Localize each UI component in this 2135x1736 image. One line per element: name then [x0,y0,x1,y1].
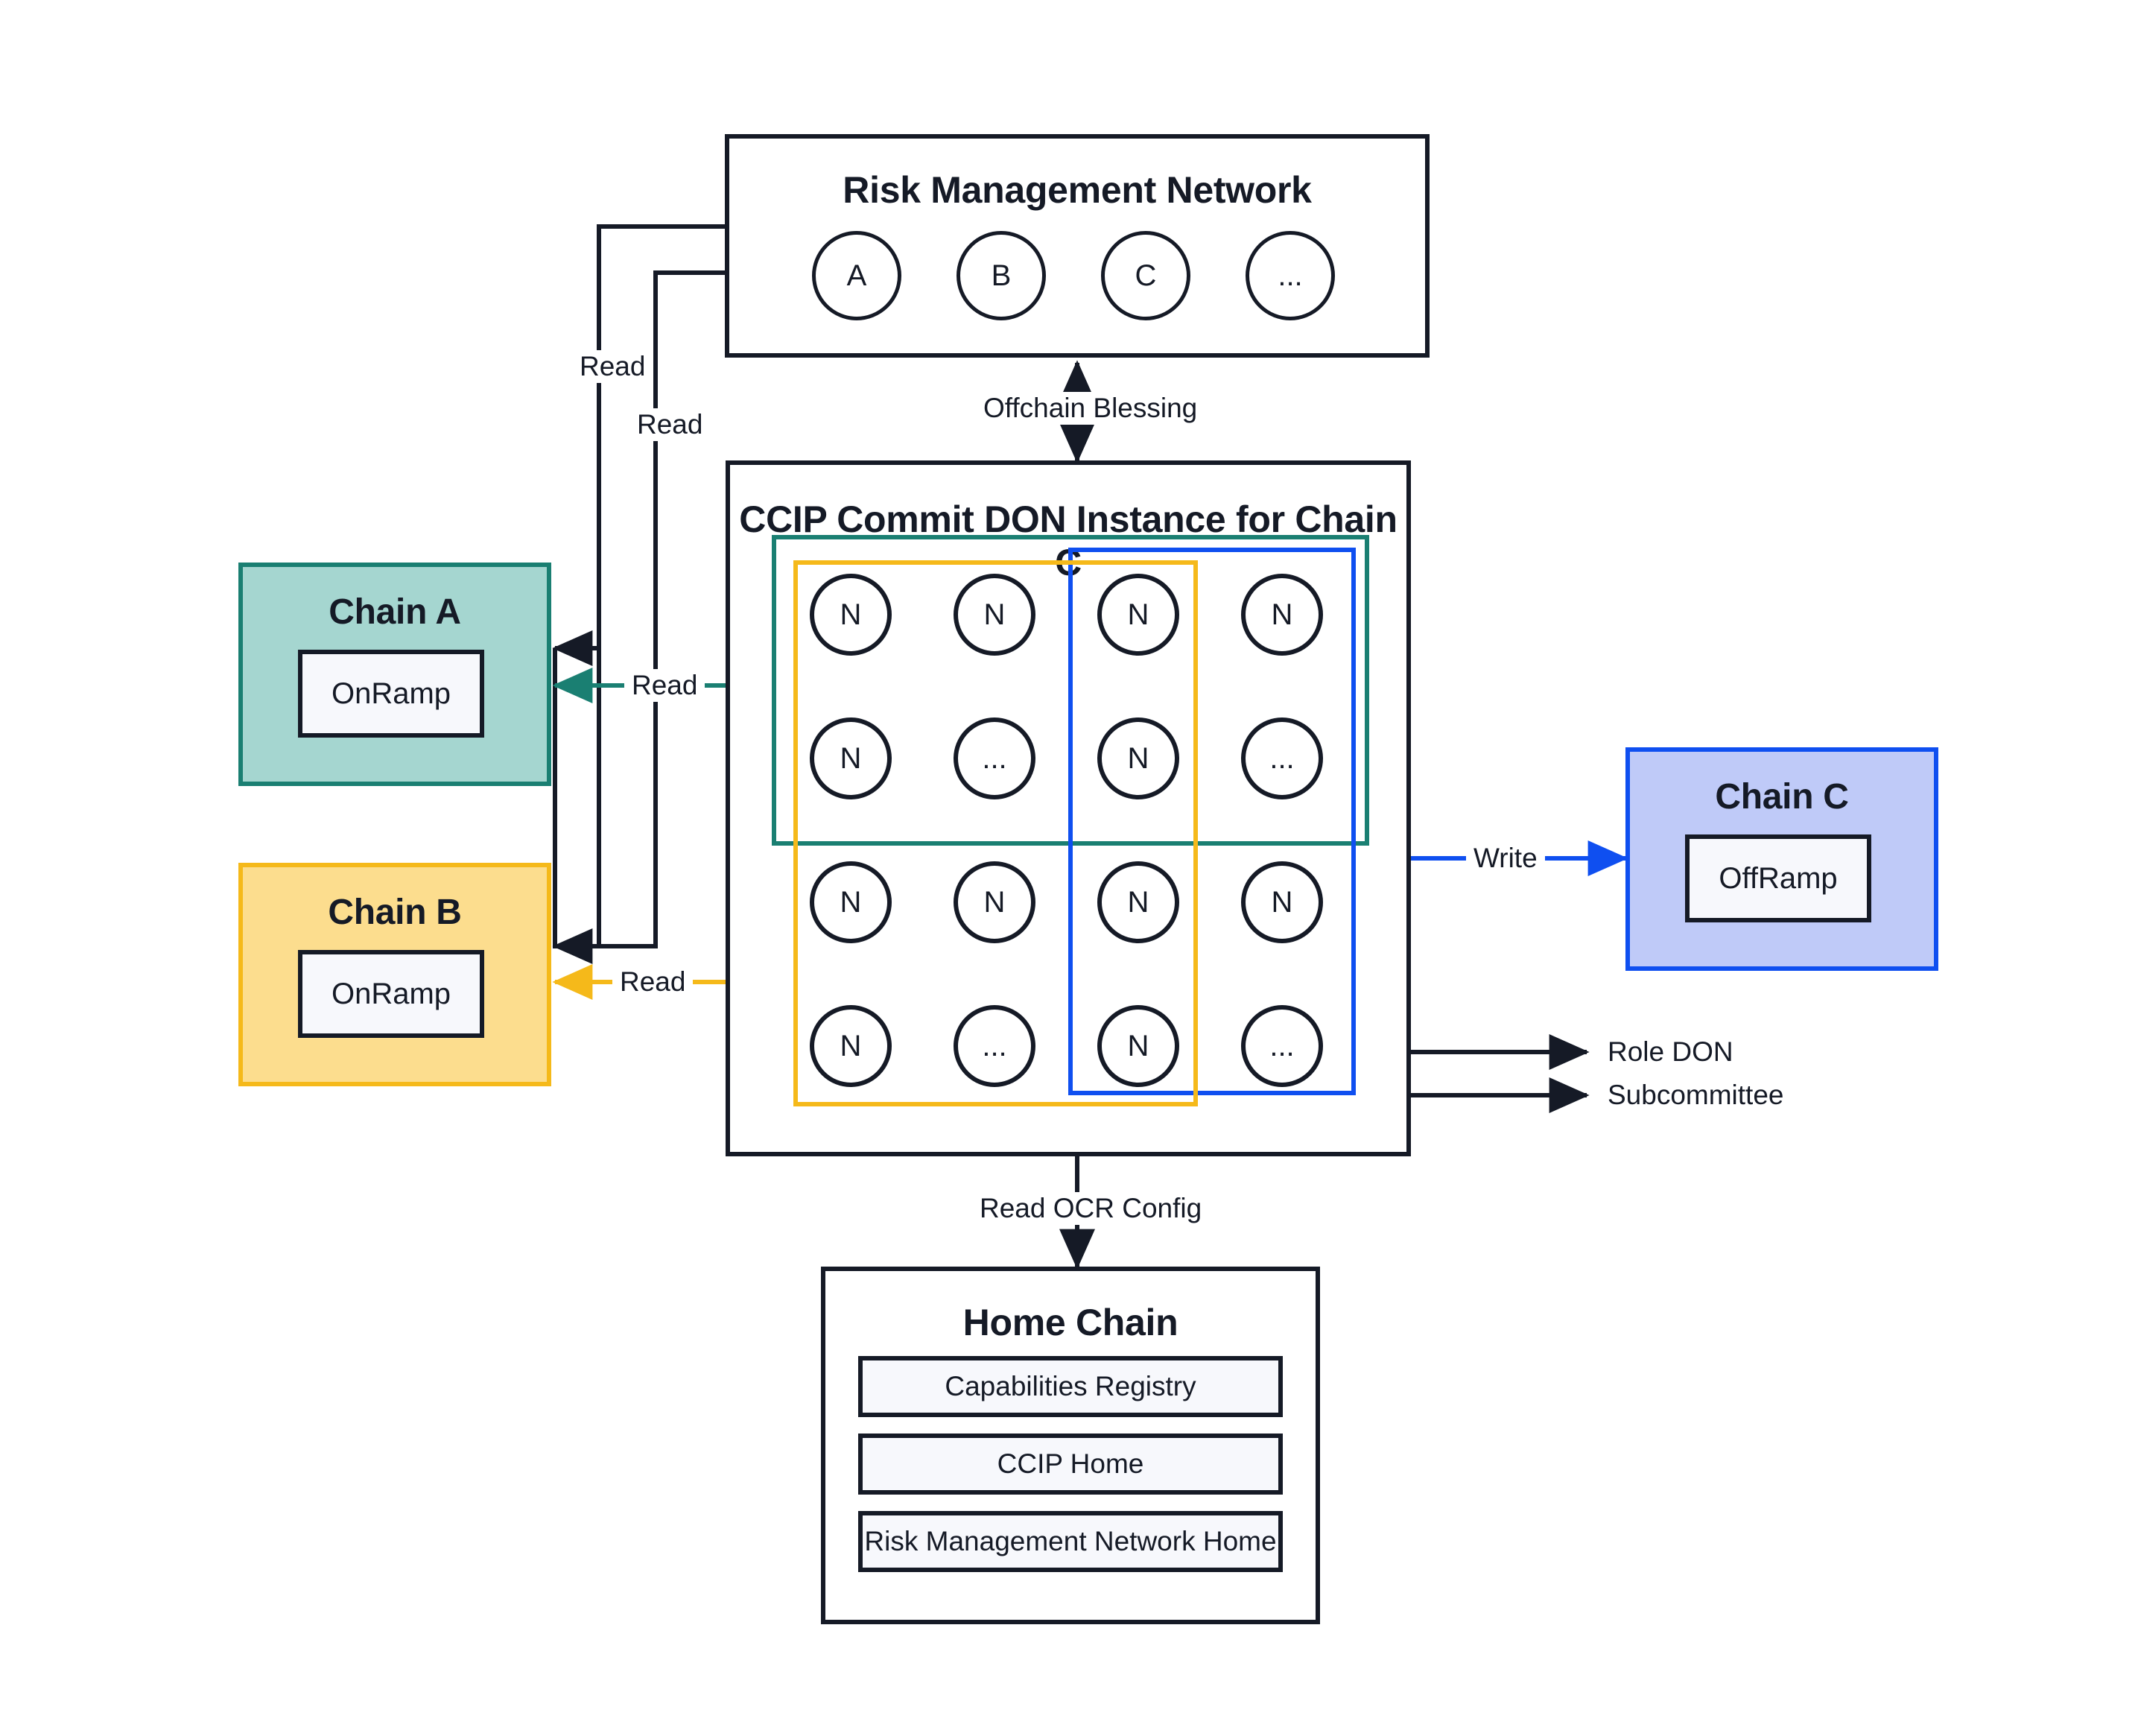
rmn-node-b: B [957,231,1046,320]
don-node-r2c1: N [810,717,892,799]
don-node-r1c2: N [954,574,1035,656]
don-node-r3c2-label: N [983,885,1006,919]
don-node-r1c1: N [810,574,892,656]
risk-management-network-title: Risk Management Network [843,169,1312,211]
don-node-r1c3: N [1097,574,1179,656]
home-chain-contract-capabilities-registry: Capabilities Registry [858,1356,1283,1417]
don-node-r1c4: N [1241,574,1323,656]
rmn-node-b-label: B [991,259,1012,292]
overlay-amber-chain-b-group [793,560,1198,1106]
don-node-r2c3: N [1097,717,1179,799]
edge-label-don-write-chain-c: Write [1466,842,1545,875]
don-node-r2c4-label: ... [1269,741,1295,775]
rmn-node-a-label: A [846,259,867,292]
don-node-r4c3: N [1097,1005,1179,1087]
chain-c-box: Chain C [1625,747,1938,971]
ccip-commit-don-title: CCIP Commit DON Instance for Chain C [739,498,1398,583]
edge-label-don-read-chain-b: Read [612,966,694,998]
don-node-r4c3-label: N [1127,1029,1149,1062]
overlay-blue-chain-c-group [1068,548,1356,1095]
don-node-r3c1-label: N [840,885,862,919]
chain-b-onramp-box: OnRamp [298,950,484,1038]
chain-a-onramp-label: OnRamp [331,677,451,710]
home-chain-contract-ccip-home: CCIP Home [858,1434,1283,1495]
don-node-r3c4: N [1241,861,1323,943]
legend-label-role-don: Role DON [1608,1036,1733,1067]
chain-c-title: Chain C [1715,777,1849,817]
don-node-r2c3-label: N [1127,741,1149,775]
don-node-r4c4-label: ... [1269,1029,1295,1062]
rmn-node-c-label: C [1135,259,1157,292]
chain-a-onramp-box: OnRamp [298,650,484,738]
edge-label-rmn-read-chain-b: Read [629,408,711,441]
chain-c-offramp-label: OffRamp [1719,861,1838,895]
don-node-r3c3-label: N [1127,885,1149,919]
don-node-r1c1-label: N [840,598,862,631]
legend-label-subcommittee: Subcommittee [1608,1080,1784,1110]
chain-a-box: Chain A [238,563,551,786]
don-node-r3c2: N [954,861,1035,943]
don-node-r4c1-label: N [840,1029,862,1062]
ccip-home-label: CCIP Home [997,1448,1144,1479]
rmn-node-more: ... [1246,231,1335,320]
chain-b-onramp-label: OnRamp [331,977,451,1010]
don-node-r4c4: ... [1241,1005,1323,1087]
rmn-node-more-label: ... [1278,259,1303,292]
don-node-r2c2-label: ... [982,741,1007,775]
capabilities-registry-label: Capabilities Registry [945,1371,1196,1401]
don-node-r2c2: ... [954,717,1035,799]
chain-b-title: Chain B [328,893,462,932]
home-chain-contract-rmn-home: Risk Management Network Home [858,1511,1283,1572]
don-node-r1c2-label: N [983,598,1006,631]
don-node-r1c3-label: N [1127,598,1149,631]
chain-c-offramp-box: OffRamp [1685,834,1871,922]
chain-b-box: Chain B [238,863,551,1086]
edge-label-read-ocr-config: Read OCR Config [972,1192,1210,1225]
don-node-r4c2-label: ... [982,1029,1007,1062]
edge-label-rmn-read-chain-a: Read [572,350,653,383]
edge-label-offchain-blessing: Offchain Blessing [976,392,1205,425]
rmn-node-a: A [812,231,901,320]
don-node-r4c1: N [810,1005,892,1087]
don-node-r1c4-label: N [1271,598,1293,631]
don-node-r2c1-label: N [840,741,862,775]
don-node-r2c4: ... [1241,717,1323,799]
don-node-r4c2: ... [954,1005,1035,1087]
edge-rmn-read-chain-a-tail [552,226,601,666]
don-node-r3c4-label: N [1271,885,1293,919]
chain-a-title: Chain A [329,592,461,632]
edge-label-don-read-chain-a: Read [624,669,705,702]
rmn-node-c: C [1101,231,1190,320]
rmn-home-label: Risk Management Network Home [864,1526,1277,1556]
edge-rmn-read-chain-a [553,224,725,948]
home-chain-title: Home Chain [962,1302,1178,1343]
don-node-r3c3: N [1097,861,1179,943]
don-node-r3c1: N [810,861,892,943]
